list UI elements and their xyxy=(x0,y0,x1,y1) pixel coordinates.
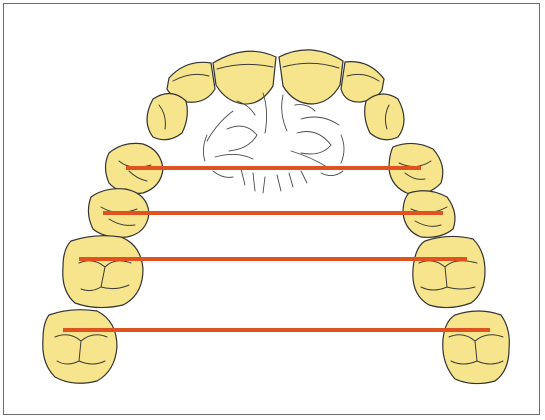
palatal-rugae xyxy=(203,93,344,193)
tooth-canine-right xyxy=(365,94,404,140)
dental-arch-diagram xyxy=(4,4,541,416)
tooth-first-molar-left xyxy=(63,236,143,308)
figure-frame xyxy=(3,3,540,415)
tooth-first-molar-right xyxy=(413,236,485,307)
tooth-canine-left xyxy=(147,93,187,139)
tooth-central-incisor-left xyxy=(213,51,276,104)
tooth-central-incisor-right xyxy=(279,50,343,104)
tooth-second-molar-left xyxy=(43,310,117,384)
